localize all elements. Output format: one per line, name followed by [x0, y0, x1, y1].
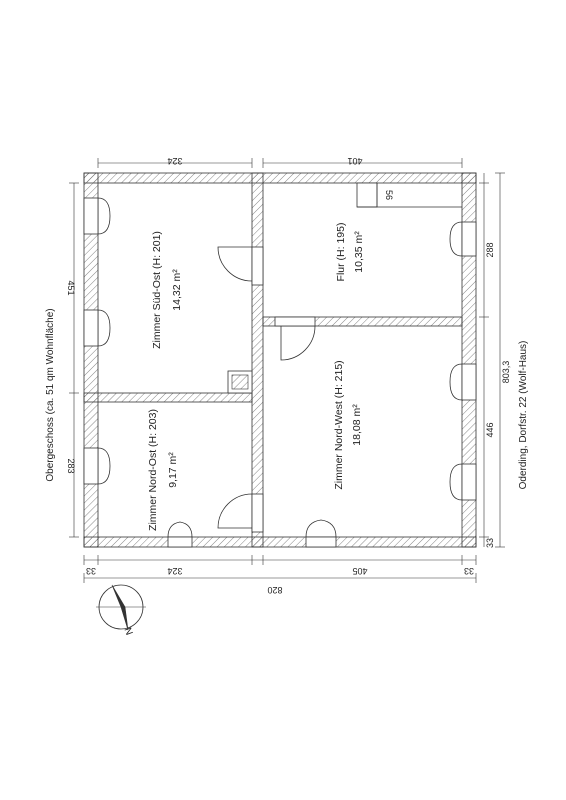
chimney-inner — [231, 374, 249, 390]
door-opening — [274, 316, 316, 327]
windows — [83, 197, 477, 501]
doors — [167, 246, 337, 548]
window-sashes — [97, 197, 463, 501]
room-flur-name: Flur (H: 195) — [335, 223, 347, 282]
wall-right-partition — [262, 316, 463, 327]
dim-top-right: 401 — [347, 156, 362, 166]
door-opening — [305, 536, 337, 548]
dimension-lines — [69, 158, 505, 583]
door-swing — [305, 519, 337, 538]
window — [83, 197, 99, 235]
room-labels: Zimmer Süd-Ost (H: 201) 14,32 m² Zimmer … — [147, 223, 365, 531]
dim-bottom-c: 405 — [352, 566, 367, 576]
stair-niche — [356, 182, 378, 208]
window — [83, 447, 99, 485]
floor-title: Obergeschoss (ca. 51 qm Wohnfläche) — [45, 308, 56, 481]
outer-walls — [83, 172, 477, 548]
room-nord-west-area: 18,08 m² — [351, 404, 363, 446]
dim-right-total: 803,3 — [501, 361, 511, 384]
compass-arrow-icon — [111, 584, 129, 631]
compass-north-label: N — [123, 626, 136, 637]
address: Oderding, Dorfstr. 22 (Wolf-Haus) — [518, 341, 529, 490]
dim-right-upper: 288 — [485, 242, 495, 257]
door-opening — [167, 536, 193, 548]
dim-left-upper: 451 — [66, 280, 76, 295]
dimension-labels: 324 401 56 451 283 288 446 803,3 33 33 3… — [66, 156, 511, 595]
wall-right — [461, 172, 477, 548]
room-sued-ost-area: 14,32 m² — [171, 269, 183, 311]
wall-bottom — [83, 536, 477, 548]
room-nord-ost-name: Zimmer Nord-Ost (H: 203) — [147, 409, 159, 531]
dim-bottom-a: 33 — [86, 566, 96, 576]
door-swing — [217, 246, 253, 282]
door-swing — [167, 521, 193, 538]
dim-bottom-d: 33 — [464, 566, 474, 576]
room-nord-west-name: Zimmer Nord-West (H: 215) — [333, 360, 345, 489]
room-flur-area: 10,35 m² — [353, 231, 365, 273]
window — [461, 363, 477, 401]
room-sued-ost-name: Zimmer Süd-Ost (H: 201) — [151, 231, 163, 349]
door-opening — [251, 493, 264, 533]
window — [461, 463, 477, 501]
wall-top — [83, 172, 477, 184]
window — [461, 221, 477, 257]
dim-total-width: 820 — [267, 585, 282, 595]
wall-left-partition — [83, 392, 253, 403]
dim-right-lower: 446 — [485, 422, 495, 437]
door-swing — [280, 325, 316, 361]
compass: N — [96, 584, 146, 637]
dim-left-lower: 283 — [66, 458, 76, 473]
dim-top-left: 324 — [167, 156, 182, 166]
door-swing — [217, 493, 253, 529]
dim-right-small: 33 — [485, 538, 495, 548]
window — [83, 309, 99, 347]
dim-bottom-b: 324 — [167, 566, 182, 576]
door-opening — [251, 246, 264, 286]
wall-vertical-center — [251, 172, 264, 548]
dim-niche: 56 — [384, 190, 394, 200]
room-nord-ost-area: 9,17 m² — [167, 452, 179, 488]
inner-walls — [83, 172, 463, 548]
